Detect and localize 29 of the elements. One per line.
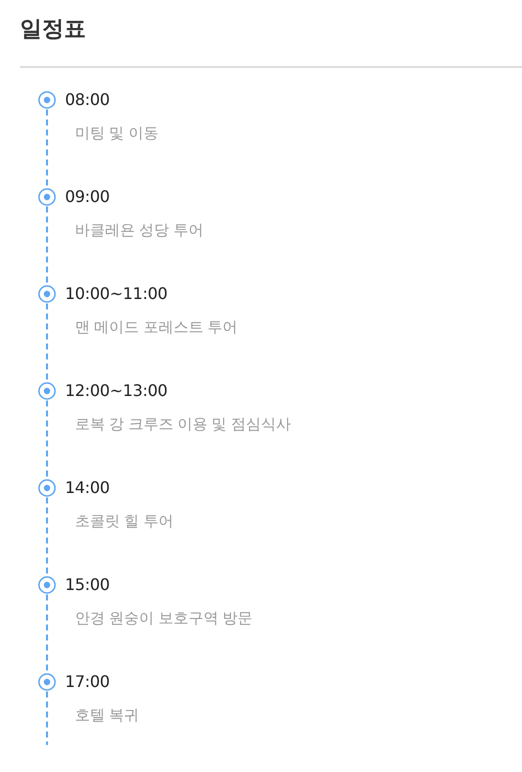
title: 일정표 [20,15,86,43]
timeline-dot-icon [38,382,56,400]
activity-description: 바클레욘 성당 투어 [75,221,204,241]
dashed-connector [46,206,48,284]
timeline-dot-icon [38,285,56,303]
activity-description: 미팅 및 이동 [75,124,158,144]
dashed-connector [46,498,48,576]
activity-description: 맨 메이드 포레스트 투어 [75,318,238,338]
dashed-connector [46,692,48,745]
timeline-dot-icon [38,673,56,691]
activity-description: 로복 강 크루즈 이용 및 점심식사 [75,415,291,435]
time-label: 09:00 [65,186,110,208]
timeline-dot-icon [38,576,56,594]
dashed-connector [46,304,48,382]
activity-description: 호텔 복귀 [75,706,140,726]
timeline-dot-icon [38,188,56,206]
time-label: 08:00 [65,89,110,111]
activity-description: 초콜릿 힐 투어 [75,512,174,532]
timeline-dot-icon [38,91,56,109]
time-label: 14:00 [65,477,110,499]
activity-description: 안경 원숭이 보호구역 방문 [75,609,253,629]
dashed-connector [46,594,48,672]
dashed-connector [46,400,48,478]
time-label: 12:00~13:00 [65,380,168,402]
time-label: 17:00 [65,671,110,693]
dashed-connector [46,110,48,188]
timeline-dot-icon [38,479,56,497]
time-label: 10:00~11:00 [65,283,168,305]
time-label: 15:00 [65,574,110,596]
